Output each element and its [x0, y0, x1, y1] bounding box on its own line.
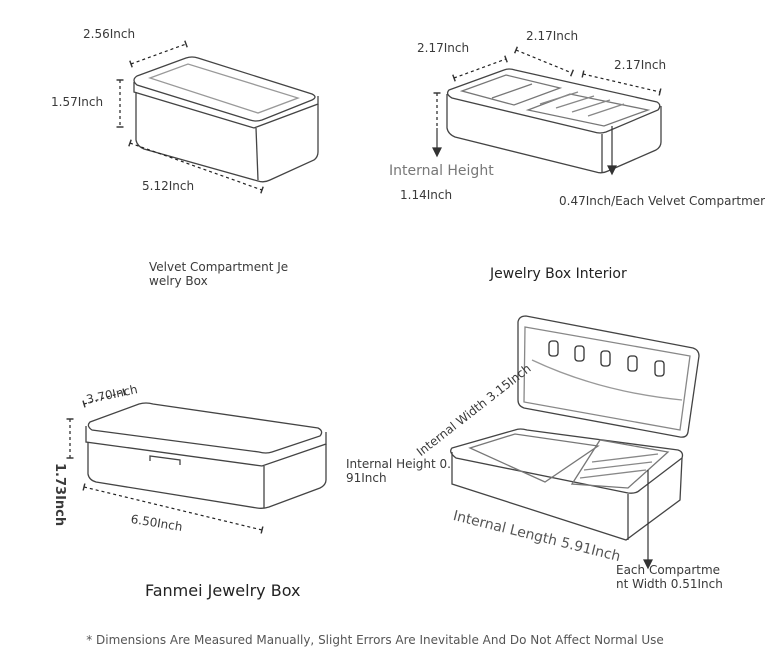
height-label-bl: 1.73Inch	[52, 463, 67, 527]
internal-height-line1-br: Internal Height 0.	[346, 457, 451, 471]
dimension-lines-bottom-left	[66, 388, 264, 534]
dimension-lines-top-left	[116, 40, 264, 194]
open-box-with-lid-illustration	[450, 315, 700, 541]
caption-tr: Jewelry Box Interior	[490, 266, 627, 282]
internal-height-line2-br: 91Inch	[346, 471, 387, 485]
internal-height-title-tr: Internal Height	[389, 163, 494, 179]
arrow-bottom-right	[643, 470, 653, 570]
dim-a-label-tr: 2.17Inch	[417, 41, 470, 55]
each-compartment-line1-br: Each Compartme	[616, 563, 721, 577]
width-label-tl: 2.56Inch	[83, 27, 136, 41]
velvet-box-closed-illustration	[133, 56, 319, 183]
height-arrows-top-right	[432, 126, 617, 176]
internal-height-value-tr: 1.14Inch	[400, 188, 453, 202]
dimension-lines-top-right	[433, 46, 662, 128]
dim-b-label-tr: 2.17Inch	[526, 29, 579, 43]
caption-line2-tl: welry Box	[149, 274, 208, 288]
fanmei-box-illustration	[85, 402, 327, 509]
footnote: * Dimensions Are Measured Manually, Slig…	[86, 633, 664, 647]
dim-c-label-tr: 2.17Inch	[614, 58, 667, 72]
length-label-tl: 5.12Inch	[142, 179, 195, 193]
compartment-label-tr: 0.47Inch/Each Velvet Compartmer	[559, 194, 765, 208]
height-label-tl: 1.57Inch	[51, 95, 104, 109]
jewelry-box-interior-illustration	[446, 68, 662, 174]
each-compartment-line2-br: nt Width 0.51Inch	[616, 577, 723, 591]
caption-line1-tl: Velvet Compartment Je	[149, 260, 289, 274]
caption-bl: Fanmei Jewelry Box	[145, 581, 301, 600]
